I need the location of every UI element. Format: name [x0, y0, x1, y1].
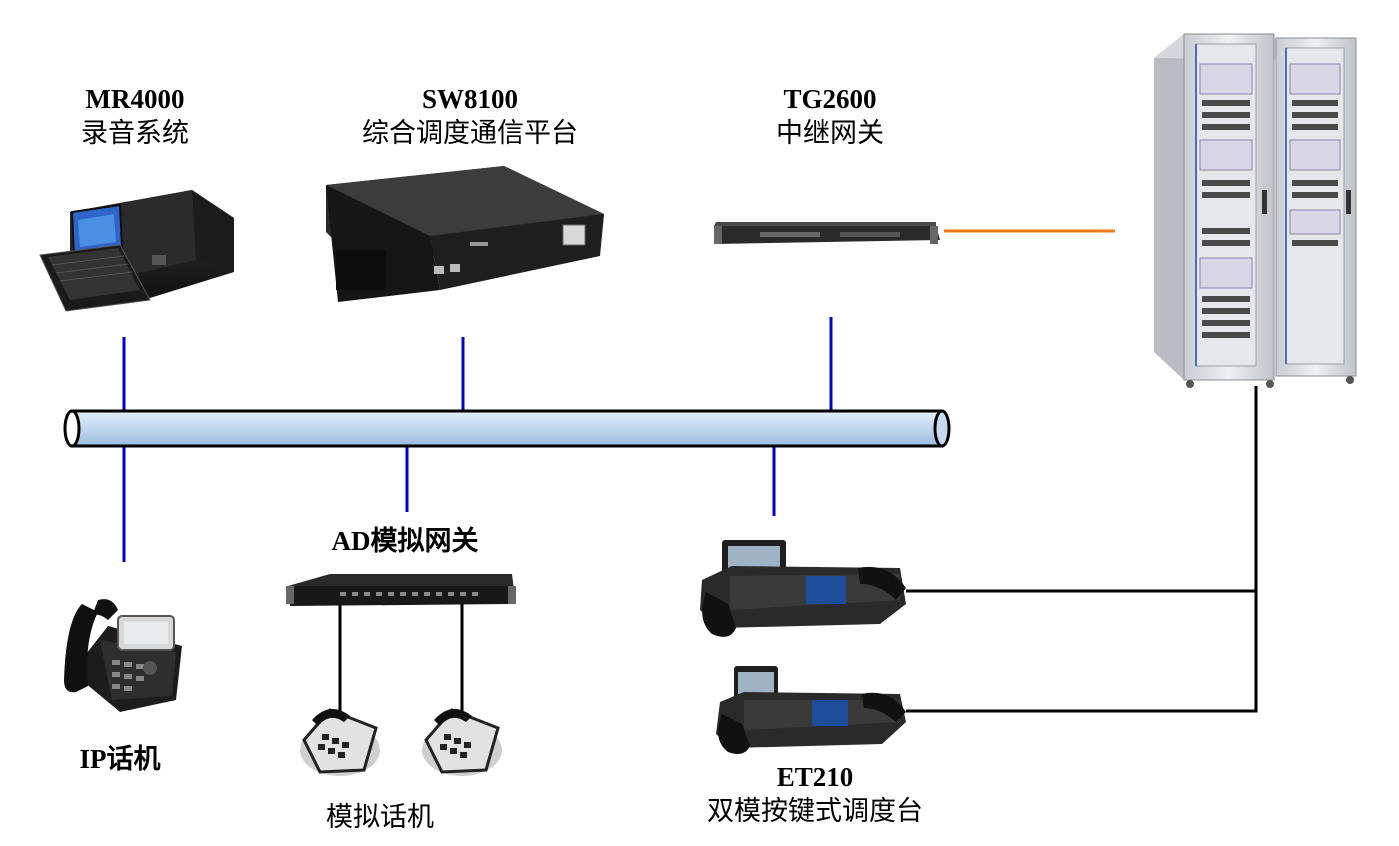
et210-name: 双模按键式调度台 [707, 796, 923, 826]
ip-phone-name: IP话机 [79, 744, 161, 774]
analog-gateway-icon [286, 574, 516, 606]
cabinet-console-link [906, 386, 1258, 713]
server-cabinet-icon [1154, 33, 1357, 388]
analog-phones-label: 模拟话机 [300, 800, 460, 834]
mr4000-name: 录音系统 [81, 118, 189, 148]
dispatch-console-icon [716, 666, 906, 754]
tg2600-model: TG2600 [783, 84, 877, 114]
dispatch-console-icon [700, 540, 906, 637]
network-bus [63, 409, 951, 448]
sw8100-label: SW8100 综合调度通信平台 [330, 82, 610, 150]
ad-gateway-label: AD模拟网关 [300, 524, 510, 558]
analog-phones-name: 模拟话机 [326, 802, 434, 832]
tg2600-label: TG2600 中继网关 [740, 82, 920, 150]
et210-model: ET210 [776, 762, 854, 792]
mr4000-label: MR4000 录音系统 [40, 82, 230, 150]
dispatch-platform-icon [326, 166, 604, 302]
ip-phone-label: IP话机 [50, 742, 190, 776]
ip-phone-icon [64, 599, 182, 712]
sw8100-name: 综合调度通信平台 [362, 118, 578, 148]
analog-phone-icon [300, 708, 380, 776]
tg2600-name: 中继网关 [776, 118, 884, 148]
ad-gateway-name: AD模拟网关 [331, 526, 479, 556]
sw8100-model: SW8100 [421, 84, 519, 114]
trunk-gateway-icon [714, 222, 940, 244]
et210-label: ET210 双模按键式调度台 [680, 760, 950, 828]
analog-phone-icon [422, 708, 502, 776]
recording-server-icon [39, 190, 234, 312]
mr4000-model: MR4000 [85, 84, 185, 114]
